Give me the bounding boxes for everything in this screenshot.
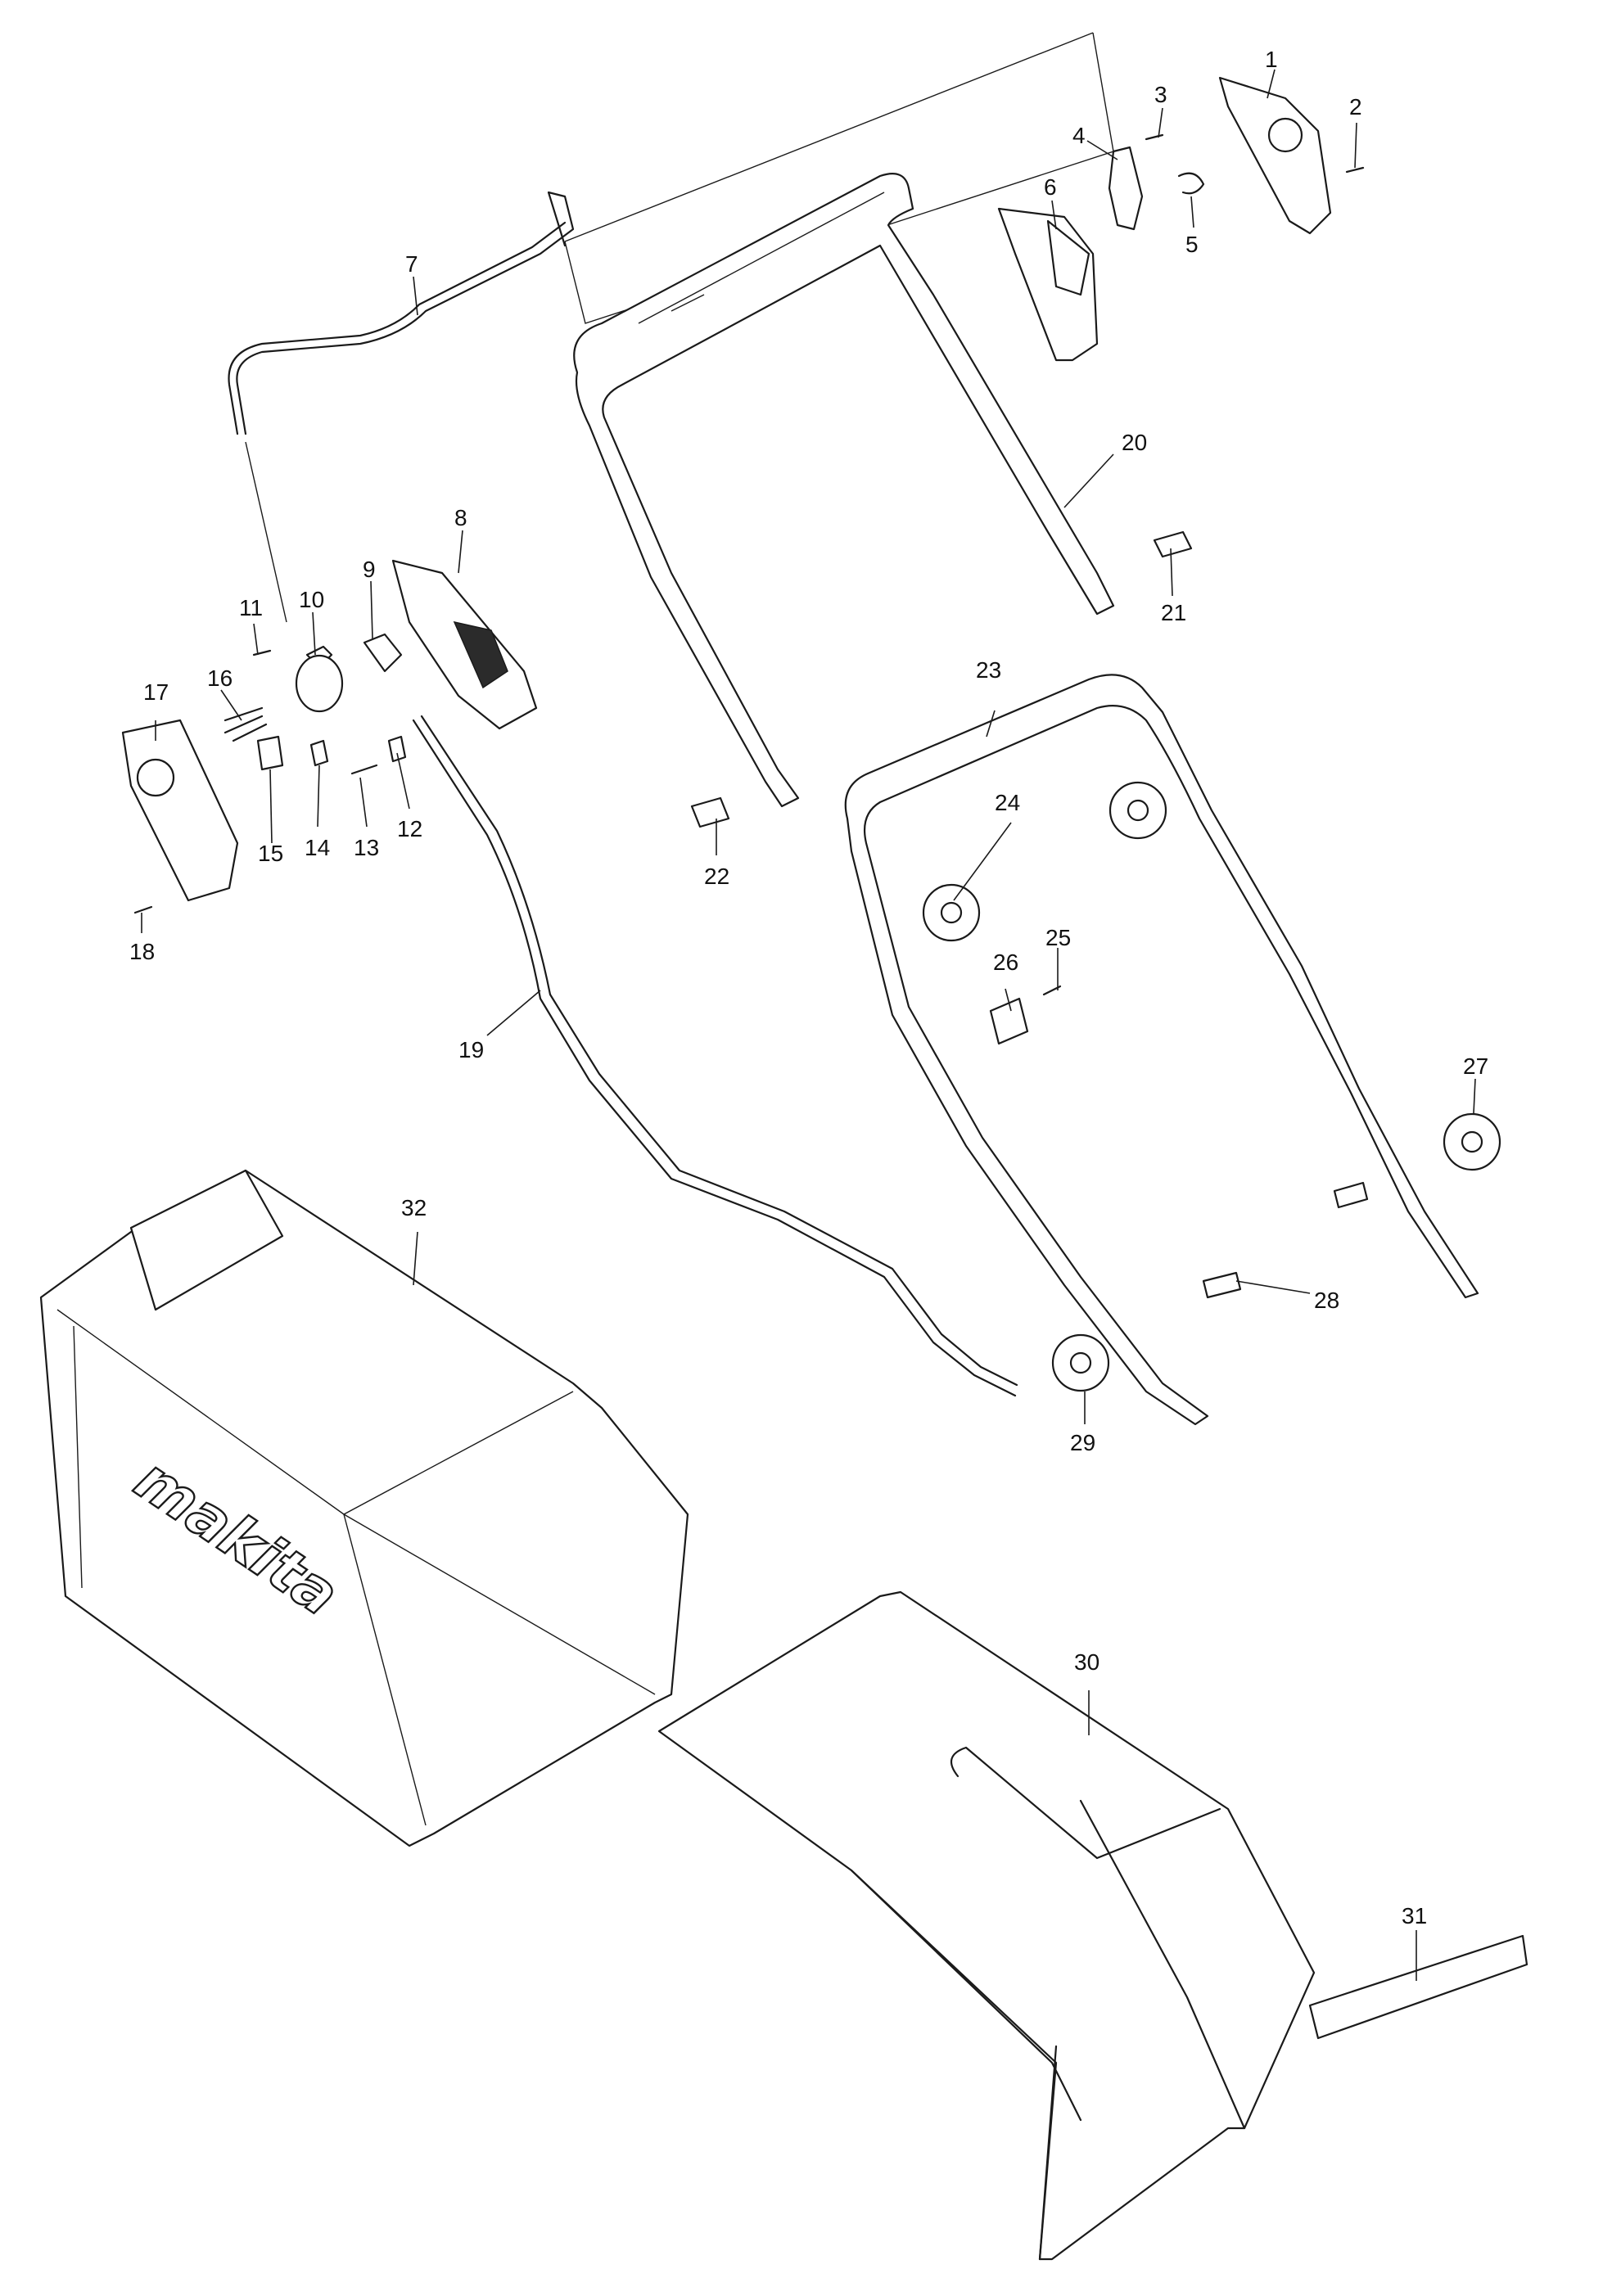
callout-14: 14 xyxy=(305,835,330,860)
callout-10: 10 xyxy=(299,587,324,612)
callout-21: 21 xyxy=(1161,600,1186,625)
callout-12: 12 xyxy=(397,816,422,841)
callout-3: 3 xyxy=(1154,82,1167,107)
callout-1: 1 xyxy=(1265,47,1278,72)
part-31-flap xyxy=(1308,1934,1528,2040)
part-30-bag-frame xyxy=(657,1590,1316,2261)
callout-8: 8 xyxy=(454,505,467,530)
part-32-grass-box: makita xyxy=(39,1169,689,1847)
callout-16: 16 xyxy=(207,665,233,691)
callout-19: 19 xyxy=(458,1037,484,1062)
callout-4: 4 xyxy=(1072,123,1086,148)
callout-26: 26 xyxy=(993,950,1018,975)
callout-31: 31 xyxy=(1402,1903,1427,1928)
part-20-upper-handle xyxy=(573,173,1115,808)
callout-32: 32 xyxy=(401,1195,427,1220)
callout-11: 11 xyxy=(239,595,263,620)
callout-27: 27 xyxy=(1463,1053,1488,1079)
callout-22: 22 xyxy=(704,864,729,889)
callout-labels: 1 2 3 4 5 6 7 8 9 10 11 12 13 14 15 16 1… xyxy=(129,47,1488,1928)
part-7-control-rod xyxy=(228,191,575,435)
callout-30: 30 xyxy=(1074,1649,1099,1675)
fasteners xyxy=(690,530,1369,1299)
part-19-cable xyxy=(412,715,1018,1397)
callout-7: 7 xyxy=(405,251,418,277)
cable-lever-assembly xyxy=(997,76,1365,362)
callout-25: 25 xyxy=(1045,925,1071,950)
callout-9: 9 xyxy=(363,557,376,582)
callout-24: 24 xyxy=(995,790,1020,815)
knobs xyxy=(922,781,1501,1392)
callout-23: 23 xyxy=(976,657,1001,683)
callout-18: 18 xyxy=(129,939,155,964)
callout-20: 20 xyxy=(1122,430,1147,455)
switch-box-assembly xyxy=(121,559,538,914)
callout-leaders xyxy=(141,69,1476,1981)
callout-28: 28 xyxy=(1314,1288,1339,1313)
callout-29: 29 xyxy=(1070,1430,1095,1455)
callout-15: 15 xyxy=(258,841,283,866)
part-23-lower-handle xyxy=(844,674,1479,1426)
callout-5: 5 xyxy=(1185,232,1199,257)
callout-2: 2 xyxy=(1349,94,1362,120)
callout-6: 6 xyxy=(1044,174,1057,200)
callout-17: 17 xyxy=(143,679,169,705)
callout-13: 13 xyxy=(354,835,379,860)
